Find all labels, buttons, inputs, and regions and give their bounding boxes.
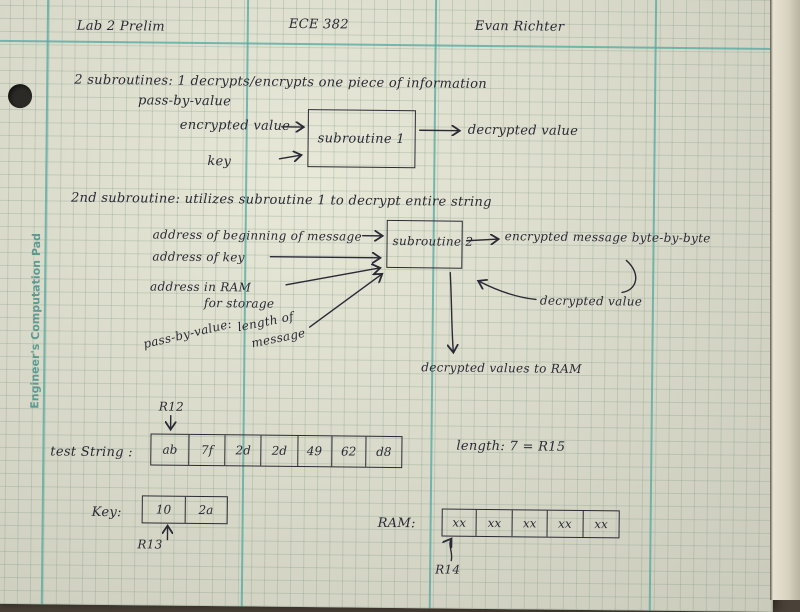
arrow-key-to-sub1 [279,155,301,159]
arrow-addr-key [270,257,380,258]
arrow-sub2-down [449,273,454,353]
graph-paper-page: Engineer's Computation Pad Lab 2 Prelim … [0,0,779,612]
arrow-dec-to-sub2 [478,281,536,300]
arrow-layer [0,0,779,612]
arrow-addr-ram [286,267,380,286]
arrow-sub2-out [467,239,499,241]
notebook-page-edge [770,0,800,600]
arrow-length [310,273,383,328]
arrow-r14 [450,539,452,561]
curve-enc-to-dec [622,260,636,292]
